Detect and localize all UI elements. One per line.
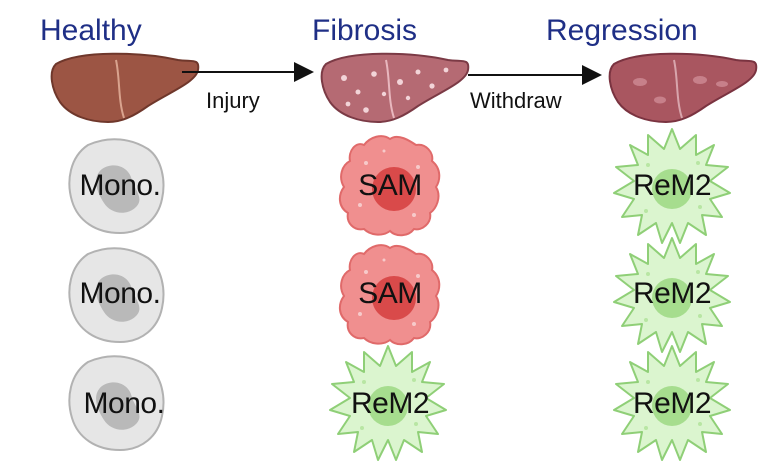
- transition-label-injury: Injury: [206, 88, 260, 113]
- liver-healthy-image: [50, 52, 200, 124]
- liver-fibrosis-image: [320, 52, 470, 124]
- stage-title-healthy: Healthy: [40, 14, 142, 47]
- cell-label-row1-fibrosis: SAM: [358, 169, 422, 202]
- cell-label-row1-healthy: Mono.: [79, 169, 161, 202]
- cell-label-row3-healthy: Mono.: [83, 387, 165, 420]
- transition-label-withdraw: Withdraw: [470, 88, 562, 113]
- stage-title-fibrosis: Fibrosis: [312, 14, 418, 47]
- cell-label-row3-fibrosis: ReM2: [350, 387, 430, 420]
- cell-label-row2-healthy: Mono.: [79, 277, 161, 310]
- cell-label-row1-regression: ReM2: [632, 169, 712, 202]
- cell-label-row2-regression: ReM2: [632, 277, 712, 310]
- cell-label-row3-regression: ReM2: [632, 387, 712, 420]
- liver-regression-image: [608, 52, 758, 124]
- stage-title-regression: Regression: [546, 14, 698, 47]
- cell-label-row2-fibrosis: SAM: [358, 277, 422, 310]
